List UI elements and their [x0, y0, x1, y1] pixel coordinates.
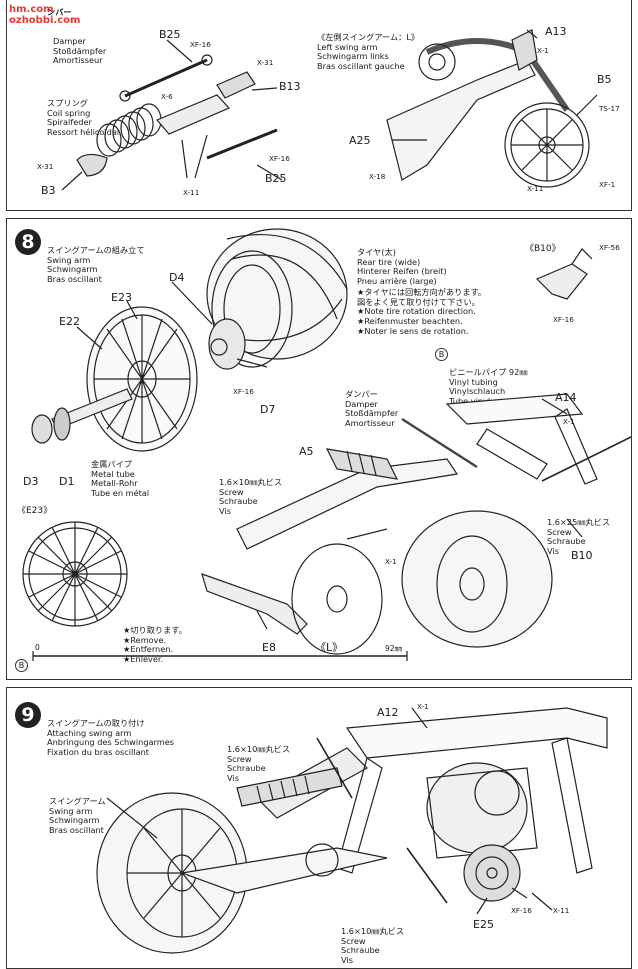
part-letter-b: B — [435, 348, 448, 361]
rear-tire-top — [206, 228, 348, 368]
paint-ref: XF-16 — [269, 154, 290, 163]
step-number: 8 — [15, 229, 41, 255]
paint-ref: XF-16 — [233, 387, 254, 396]
part-b25-bottom: B25 — [265, 172, 287, 185]
damper-assembly-drawing — [61, 29, 598, 191]
scale-end: 92㎜ — [385, 644, 403, 653]
paint-ref: X-11 — [183, 188, 200, 197]
part-d1: D1 — [59, 475, 75, 488]
scale-letter: B — [15, 659, 28, 672]
tire-caption: タイヤ(太)Rear tire (wide)Hinterer Reifen (b… — [357, 247, 447, 286]
paint-ref: XF-16 — [553, 315, 574, 324]
scale-zero: 0 — [35, 643, 40, 652]
part-a14: A14 — [555, 391, 577, 404]
e23-detail-title: 《E23》 — [17, 506, 53, 516]
paint-ref: X-11 — [553, 906, 570, 915]
paint-ref: X-11 — [527, 184, 544, 193]
shock-absorber — [236, 767, 343, 807]
part-b13: B13 — [279, 80, 301, 93]
paint-ref: X-31 — [37, 162, 54, 171]
damper-title-jp: ンバー — [47, 7, 72, 17]
part-e23: E23 — [111, 291, 132, 304]
paint-ref: X-1 — [563, 417, 575, 426]
paint-ref: XF-16 — [190, 40, 211, 49]
engine — [426, 762, 538, 859]
part-b5: B5 — [597, 73, 612, 86]
paint-ref: TS-17 — [599, 104, 620, 113]
part-d7: D7 — [260, 403, 276, 416]
tire-note: ★タイヤには回転方向があります。図をよく見て取り付けて下さい。★Note tir… — [357, 287, 487, 336]
part-b10: B10 — [571, 549, 593, 562]
pulley-e25 — [463, 844, 521, 902]
paint-ref: X-18 — [369, 172, 386, 181]
remove-note: ★切り取ります。★Remove.★Entfernen.★Enlever. — [123, 625, 187, 664]
watermark-site: hm.com — [9, 4, 54, 15]
swing-arm-frame — [201, 393, 598, 635]
left-swing-arm — [386, 29, 598, 188]
spoked-wheel — [86, 306, 198, 452]
part-d4: D4 — [169, 271, 185, 284]
rear-tire-bottom — [401, 510, 553, 648]
swing-arm-assembly-drawing — [22, 228, 631, 661]
paint-ref: X-1 — [537, 46, 549, 55]
b10-detail-part — [535, 248, 593, 300]
paint-ref: XF-56 — [599, 243, 620, 252]
step-number: 9 — [15, 702, 41, 728]
part-a25: A25 — [349, 134, 371, 147]
paint-ref: X-31 — [257, 58, 274, 67]
part-b25-top: B25 — [159, 28, 181, 41]
paint-ref: X-6 — [161, 92, 173, 101]
paint-ref: XF-1 — [599, 180, 616, 189]
watermark-main: ozhobbi.com — [9, 15, 81, 26]
part-d3: D3 — [23, 475, 39, 488]
paint-ref: X-1 — [417, 702, 429, 711]
part-b3: B3 — [41, 184, 56, 197]
pulley-wheel — [291, 543, 383, 655]
coil-spring — [96, 103, 162, 157]
damper-center — [325, 448, 399, 480]
paint-ref: XF-16 — [511, 906, 532, 915]
part-a12: A12 — [377, 706, 399, 719]
b10-detail-title: 《B10》 — [525, 244, 561, 254]
e23-detail-wheel — [22, 521, 128, 627]
part-a5: A5 — [299, 445, 314, 458]
part-a13: A13 — [545, 25, 567, 38]
part-e25: E25 — [473, 918, 494, 931]
motorcycle-assembly-drawing — [96, 707, 608, 954]
paint-ref: X-1 — [385, 557, 397, 566]
part-e8: E8 — [262, 641, 276, 654]
part-e22: E22 — [59, 315, 80, 328]
